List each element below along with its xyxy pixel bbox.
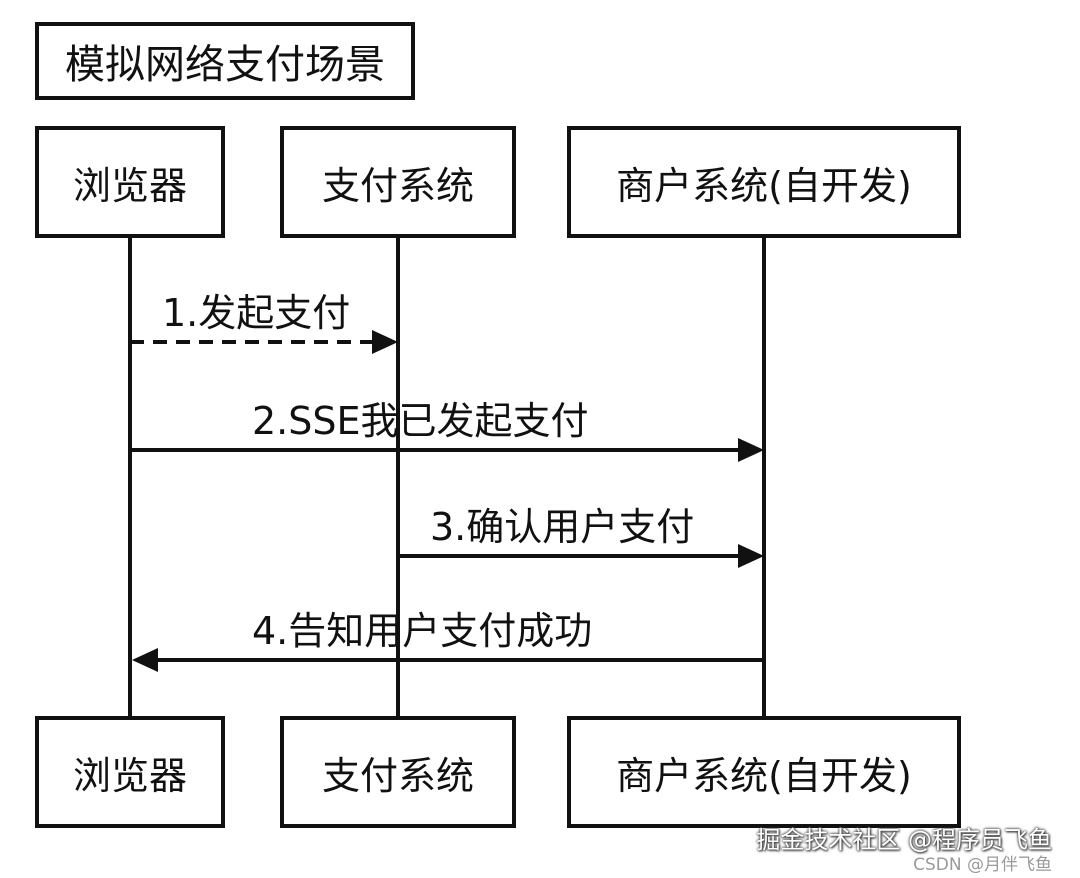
participant-browser-top: 浏览器	[35, 126, 225, 238]
message-1-arrowhead	[372, 330, 398, 354]
message-3-label: 3.确认用户支付	[430, 505, 695, 549]
message-2-label: 2.SSE我已发起支付	[252, 399, 589, 443]
diagram-title: 模拟网络支付场景	[35, 22, 415, 100]
message-3-arrowhead	[738, 544, 764, 568]
participant-browser-bottom: 浏览器	[35, 716, 225, 828]
participant-payment-top: 支付系统	[280, 126, 516, 238]
message-1-label: 1.发起支付	[162, 291, 351, 335]
watermark-juejin: 掘金技术社区 @程序员飞鱼	[756, 826, 1052, 854]
message-4-arrowhead	[132, 648, 158, 672]
participant-payment-bottom: 支付系统	[280, 716, 516, 828]
message-2-arrowhead	[738, 438, 764, 462]
message-4-label: 4.告知用户支付成功	[252, 609, 593, 653]
participant-merchant-bottom: 商户系统(自开发)	[567, 716, 961, 828]
participant-merchant-top: 商户系统(自开发)	[567, 126, 961, 238]
watermark-csdn: CSDN @月伴飞鱼	[913, 855, 1052, 875]
